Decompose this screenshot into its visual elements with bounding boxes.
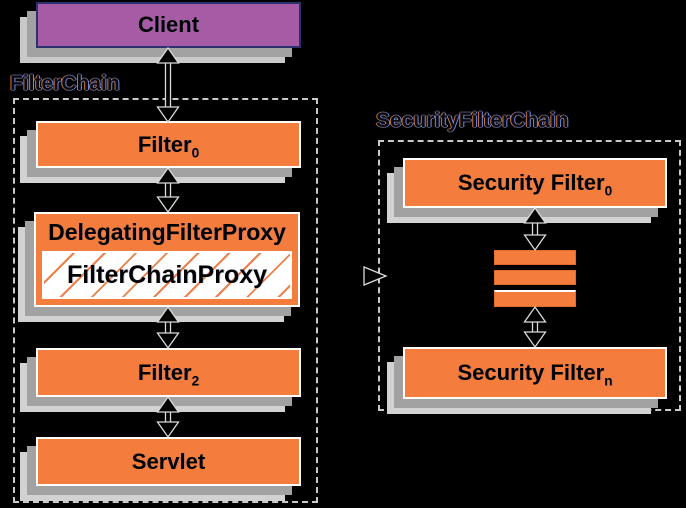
security-filtern-subscript: n: [604, 373, 613, 389]
arrow-filter2-servlet-icon: [156, 395, 180, 439]
servlet-label: Servlet: [131, 448, 206, 474]
arrow-filter0-delegatingfilterproxy-icon: [156, 166, 180, 214]
security-filter0-label: Security Filter0: [457, 170, 613, 199]
ellipsis-bar-2: [494, 270, 576, 285]
security-filtern-label: Security Filtern: [457, 360, 613, 389]
filter0-subscript: 0: [191, 144, 200, 160]
security-filtern-box: Security Filtern: [403, 347, 667, 399]
filter-chain-proxy-box: FilterChainProxy: [42, 251, 292, 299]
client-box: Client: [36, 2, 301, 48]
security-filter0-box: Security Filter0: [403, 158, 667, 208]
delegating-filter-proxy-label: DelegatingFilterProxy: [48, 219, 286, 245]
filter-chain-title: FilterChain: [10, 72, 120, 95]
filter0-label: Filter0: [137, 131, 200, 160]
filter2-label: Filter2: [137, 359, 200, 388]
arrow-filterchainproxy-securityfilterchain-icon: [300, 266, 388, 286]
security-filter0-subscript: 0: [604, 183, 613, 199]
ellipsis-bar-1: [494, 250, 576, 265]
filter2-subscript: 2: [191, 372, 200, 388]
security-filter-chain-title: SecurityFilterChain: [376, 109, 569, 132]
arrow-delegatingfilterproxy-filter2-icon: [156, 305, 180, 350]
filter2-box: Filter2: [36, 348, 301, 397]
filter0-box: Filter0: [36, 121, 301, 168]
arrow-ellipsis-securityfiltern-icon: [523, 305, 547, 349]
servlet-box: Servlet: [36, 437, 301, 486]
client-label: Client: [137, 12, 200, 37]
delegating-filter-proxy-box: DelegatingFilterProxy FilterChainProxy: [34, 212, 300, 307]
arrow-client-filter0-icon: [156, 46, 180, 124]
filter-chain-proxy-label: FilterChainProxy: [66, 260, 268, 289]
ellipsis-bar-3: [494, 290, 576, 307]
arrow-securityfilter0-ellipsis-icon: [523, 206, 547, 252]
